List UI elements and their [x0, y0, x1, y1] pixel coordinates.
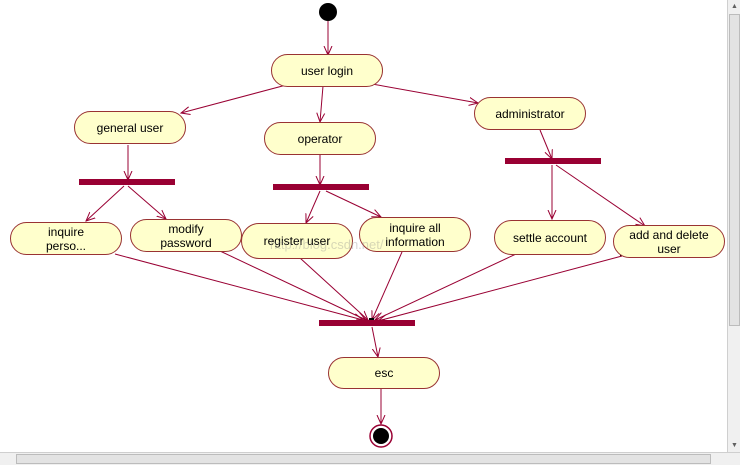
- edge-login-to-administrator: [371, 83, 478, 103]
- state-add-and-delete-user[interactable]: add and delete user: [613, 225, 725, 258]
- state-settle-account[interactable]: settle account: [494, 220, 606, 255]
- state-modify-password[interactable]: modify password: [130, 219, 242, 252]
- initial-node[interactable]: [319, 3, 337, 21]
- state-label: add and delete user: [629, 227, 709, 256]
- state-label: general user: [96, 120, 164, 135]
- edge-settle-account-to-join: [375, 253, 517, 320]
- fork-bar-general-user[interactable]: [79, 179, 175, 185]
- state-label: esc: [374, 366, 394, 380]
- state-user-login[interactable]: user login: [271, 54, 383, 87]
- edge-register-user-to-join: [299, 257, 368, 320]
- vertical-scrollbar[interactable]: ▲ ▼: [727, 0, 740, 452]
- edge-fork1-to-inquire-personal: [86, 185, 125, 221]
- edge-inquire-personal-to-join: [114, 253, 363, 320]
- scroll-down-icon[interactable]: ▼: [731, 442, 738, 449]
- join-bar[interactable]: [319, 320, 415, 326]
- fork-bar-operator[interactable]: [273, 184, 369, 190]
- state-administrator[interactable]: administrator: [474, 97, 586, 130]
- scroll-up-icon[interactable]: ▲: [731, 3, 738, 10]
- final-node[interactable]: [373, 428, 389, 444]
- fork-bar-administrator[interactable]: [505, 158, 601, 164]
- edge-modify-password-to-join: [219, 250, 366, 320]
- vertical-scroll-thumb[interactable]: [729, 14, 740, 326]
- state-label: administrator: [495, 106, 565, 121]
- state-inquire-personal[interactable]: inquire perso...: [10, 222, 122, 255]
- edge-add-delete-user-to-join: [378, 255, 623, 321]
- state-label: operator: [297, 131, 343, 146]
- state-label: inquire all information: [385, 220, 445, 249]
- edge-join-to-esc: [371, 326, 378, 357]
- state-label: inquire perso...: [45, 224, 87, 253]
- state-label: register user: [263, 234, 331, 248]
- horizontal-scrollbar[interactable]: [0, 452, 740, 465]
- state-label: settle account: [512, 230, 588, 245]
- state-general-user[interactable]: general user: [74, 111, 186, 144]
- edge-login-to-general-user: [181, 83, 291, 113]
- state-operator[interactable]: operator: [264, 122, 376, 155]
- edge-fork2-to-register-user: [306, 190, 321, 223]
- edge-administrator-to-fork: [539, 129, 552, 159]
- horizontal-scroll-thumb[interactable]: [16, 454, 711, 464]
- edge-fork1-to-modify-password: [127, 185, 166, 219]
- edge-fork2-to-inquire-all: [325, 190, 381, 217]
- state-esc[interactable]: esc: [328, 357, 440, 389]
- state-register-user[interactable]: register user: [241, 223, 353, 259]
- edge-login-to-operator: [320, 85, 323, 122]
- state-label: user login: [300, 63, 354, 78]
- state-inquire-all-information[interactable]: inquire all information: [359, 217, 471, 252]
- edge-fork3-to-add-delete-user: [555, 164, 645, 226]
- state-label: modify password: [160, 221, 212, 250]
- edge-inquire-all-to-join: [372, 251, 403, 320]
